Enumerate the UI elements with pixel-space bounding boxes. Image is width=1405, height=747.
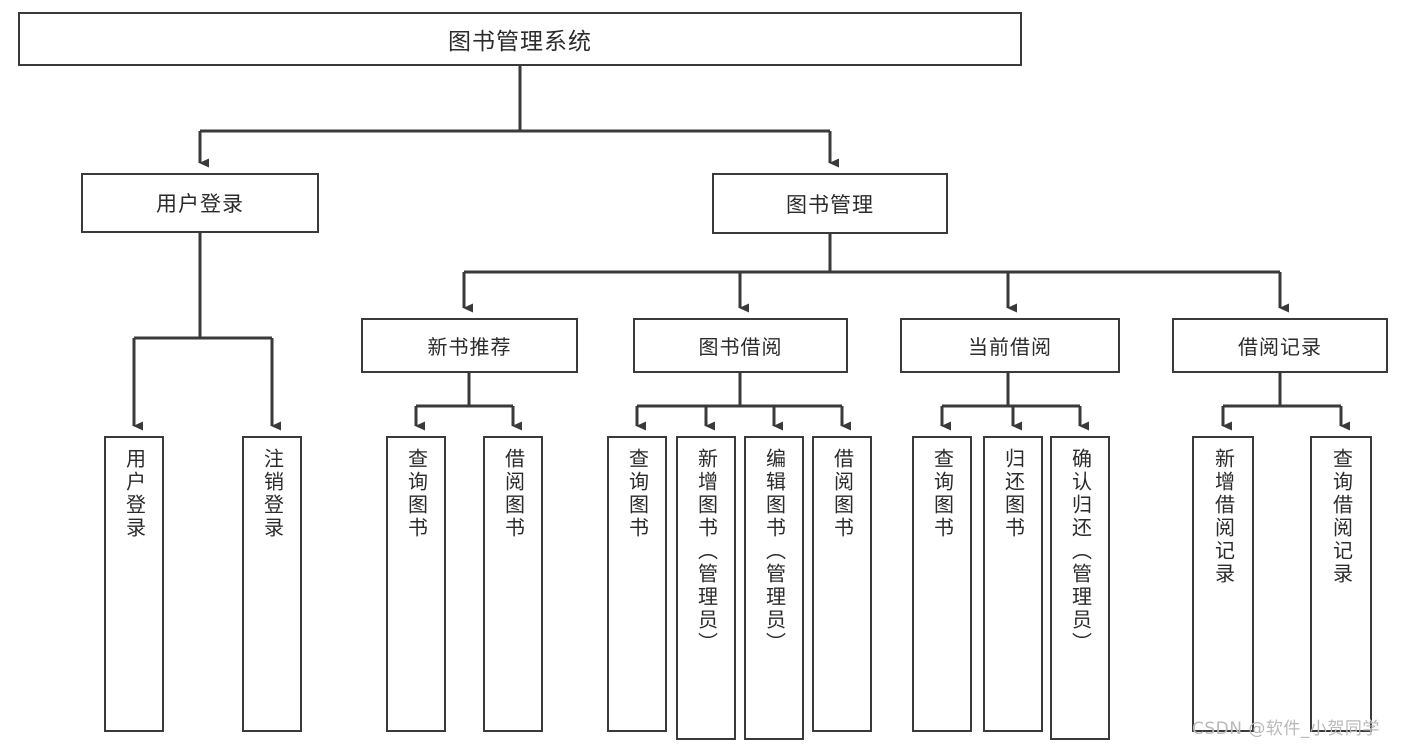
node-leaf-add-record[interactable]: 新增借阅记录: [1192, 436, 1254, 732]
node-leaf-edit-book[interactable]: 编辑图书（管理员）: [744, 436, 804, 740]
node-leaf-return-book[interactable]: 归还图书: [983, 436, 1043, 732]
node-book-borrow[interactable]: 图书借阅: [633, 318, 848, 373]
node-leaf-query-record-label: 查询借阅记录: [1329, 448, 1354, 586]
node-book-manage-label: 图书管理: [786, 192, 874, 217]
node-leaf-query-book-2[interactable]: 查询图书: [607, 436, 667, 732]
node-leaf-query-book-3-label: 查询图书: [930, 448, 955, 540]
node-user-login-label: 用户登录: [156, 192, 244, 216]
node-borrow-record-label: 借阅记录: [1238, 335, 1322, 359]
node-leaf-borrow-book-2-label: 借阅图书: [830, 448, 855, 540]
node-leaf-query-book-1[interactable]: 查询图书: [386, 436, 446, 732]
node-leaf-borrow-book-1-label: 借阅图书: [501, 448, 526, 540]
node-new-book-recommend[interactable]: 新书推荐: [361, 318, 578, 373]
node-leaf-confirm-return[interactable]: 确认归还（管理员）: [1050, 436, 1110, 740]
node-leaf-query-book-2-label: 查询图书: [625, 448, 650, 540]
node-leaf-logout[interactable]: 注销登录: [242, 436, 302, 732]
node-root[interactable]: 图书管理系统: [18, 12, 1022, 66]
node-user-login[interactable]: 用户登录: [81, 173, 319, 233]
node-book-borrow-label: 图书借阅: [698, 335, 783, 359]
node-leaf-add-book[interactable]: 新增图书（管理员）: [676, 436, 736, 740]
node-new-book-recommend-label: 新书推荐: [427, 335, 512, 359]
node-leaf-borrow-book-1[interactable]: 借阅图书: [483, 436, 543, 732]
node-leaf-user-login-label: 用户登录: [122, 448, 147, 540]
node-leaf-return-book-label: 归还图书: [1001, 448, 1026, 540]
node-current-borrow-label: 当前借阅: [968, 335, 1052, 359]
node-leaf-logout-label: 注销登录: [260, 448, 285, 540]
node-leaf-query-book-1-label: 查询图书: [404, 448, 429, 540]
node-leaf-query-record[interactable]: 查询借阅记录: [1310, 436, 1372, 732]
csdn-watermark: CSDN @软件_小贺同学: [1192, 719, 1380, 739]
node-leaf-add-record-label: 新增借阅记录: [1211, 448, 1236, 586]
node-leaf-query-book-3[interactable]: 查询图书: [912, 436, 972, 732]
node-borrow-record[interactable]: 借阅记录: [1172, 318, 1388, 373]
node-leaf-borrow-book-2[interactable]: 借阅图书: [812, 436, 872, 732]
node-leaf-edit-book-label: 编辑图书（管理员）: [762, 448, 787, 655]
node-leaf-user-login[interactable]: 用户登录: [104, 436, 164, 732]
node-leaf-add-book-label: 新增图书（管理员）: [694, 448, 719, 655]
node-root-label: 图书管理系统: [448, 29, 592, 55]
node-book-manage[interactable]: 图书管理: [712, 173, 948, 234]
node-current-borrow[interactable]: 当前借阅: [900, 318, 1120, 373]
node-leaf-confirm-return-label: 确认归还（管理员）: [1068, 448, 1093, 655]
